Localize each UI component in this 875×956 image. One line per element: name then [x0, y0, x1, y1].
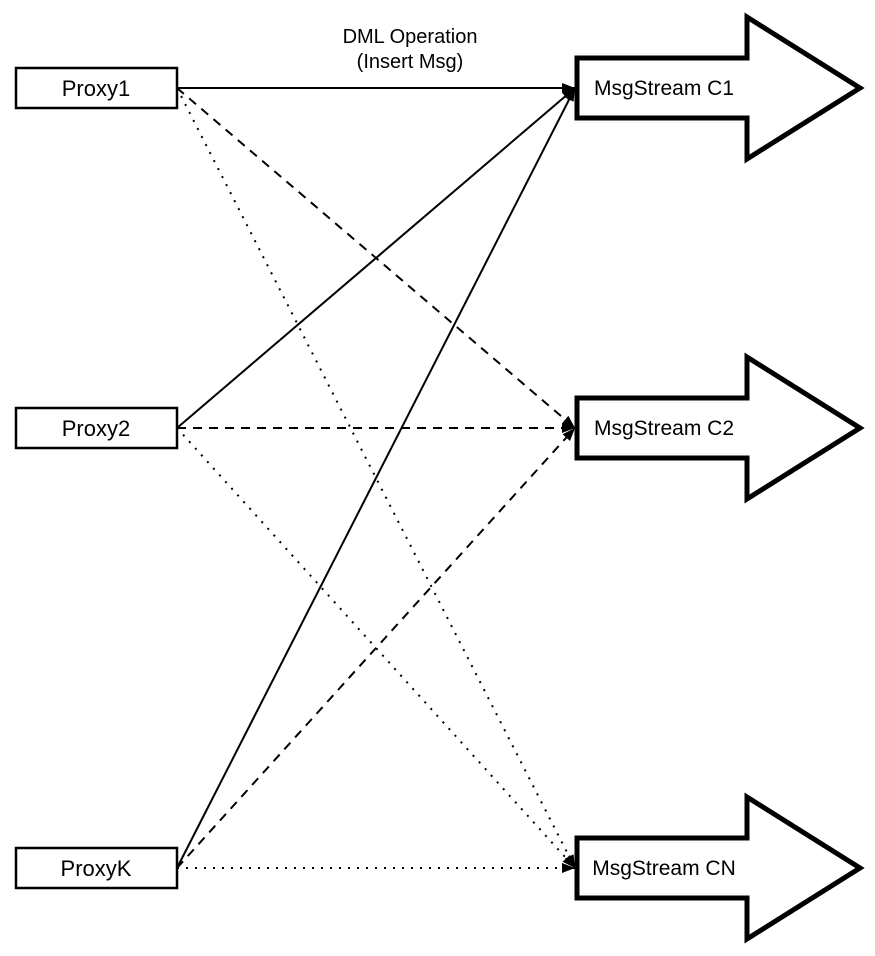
edge-proxyk-c1 [176, 87, 576, 869]
msgstream-c2-arrow-shape [574, 352, 865, 504]
annotation-dml-operation: DML Operation (Insert Msg) [343, 26, 478, 73]
edge-proxyk-c2 [176, 427, 576, 869]
node-msgstream-cn: MsgStream CN [574, 792, 865, 944]
edge-proxy1-cn [176, 87, 576, 869]
msgstream-cn-arrow-shape [574, 792, 865, 944]
proxy2-box [14, 406, 179, 450]
node-msgstream-c1: MsgStream C1 [574, 12, 865, 164]
msgstream-c1-arrow-shape [574, 12, 865, 164]
proxy2-label: Proxy2 [62, 416, 130, 441]
node-proxy2: Proxy2 [14, 406, 179, 450]
node-msgstream-c2: MsgStream C2 [574, 352, 865, 504]
node-proxy1: Proxy1 [14, 66, 179, 110]
edge-proxy2-c1 [176, 87, 576, 429]
msgstream-c2-label: MsgStream C2 [594, 417, 734, 440]
msgstream-c1-label: MsgStream C1 [594, 77, 734, 100]
proxy1-label: Proxy1 [62, 76, 130, 101]
annotation-line2: (Insert Msg) [357, 51, 464, 73]
edges-layer [176, 83, 576, 873]
node-proxyk: ProxyK [14, 846, 179, 890]
proxyk-label: ProxyK [61, 856, 132, 881]
proxy1-box [14, 66, 179, 110]
proxyk-box [14, 846, 179, 890]
msgstream-cn-label: MsgStream CN [592, 857, 736, 880]
annotation-line1: DML Operation [343, 26, 478, 48]
